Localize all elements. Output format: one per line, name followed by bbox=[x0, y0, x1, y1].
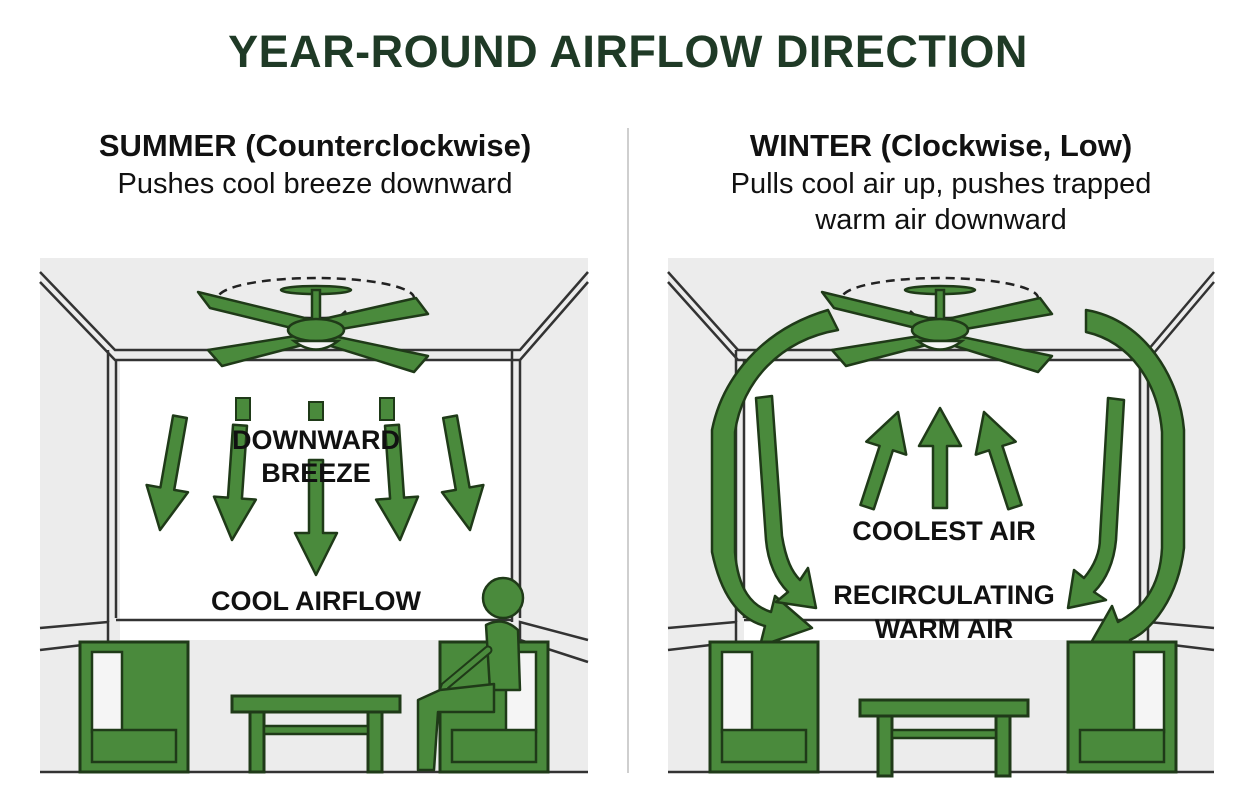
summer-down-arrow-5 bbox=[428, 411, 492, 535]
winter-description-line2: warm air downward bbox=[815, 204, 1067, 236]
winter-label-recirc-line2: WARM AIR bbox=[875, 614, 1013, 644]
winter-room: COOLEST AIR RECIRCULATING WARM AIR bbox=[667, 258, 1215, 778]
winter-label-recirc-line1: RECIRCULATING bbox=[833, 580, 1054, 610]
panel-divider bbox=[627, 128, 629, 773]
summer-description: Pushes cool breeze downward bbox=[117, 168, 513, 200]
summer-down-arrow-1 bbox=[138, 411, 202, 535]
winter-description-line1: Pulls cool air up, pushes trapped bbox=[730, 168, 1152, 200]
winter-label-coolest: COOLEST AIR bbox=[852, 516, 1036, 546]
main-title: YEAR-ROUND AIRFLOW DIRECTION bbox=[228, 26, 1028, 77]
winter-right-chair bbox=[1066, 640, 1178, 774]
winter-up-arrow-2 bbox=[917, 406, 963, 510]
winter-left-chair bbox=[708, 640, 820, 774]
winter-left-down-arrow bbox=[754, 394, 818, 610]
winter-right-down-arrow bbox=[1066, 396, 1126, 610]
seated-person-icon bbox=[416, 576, 525, 772]
summer-heading: SUMMER (Counterclockwise) bbox=[98, 128, 532, 163]
summer-label-breeze-line1: DOWNWARD bbox=[232, 425, 400, 455]
summer-header: SUMMER (Counterclockwise) Pushes cool br… bbox=[25, 128, 605, 202]
winter-up-arrow-1 bbox=[845, 404, 920, 515]
summer-label-airflow: COOL AIRFLOW bbox=[211, 586, 421, 616]
summer-label-breeze-line2: BREEZE bbox=[261, 458, 371, 488]
summer-room: DOWNWARD BREEZE COOL AIRFLOW bbox=[39, 258, 589, 774]
summer-right-wall bbox=[510, 258, 588, 648]
winter-up-arrow-3 bbox=[962, 404, 1037, 515]
winter-header: WINTER (Clockwise, Low) Pulls cool air u… bbox=[651, 128, 1231, 238]
summer-left-chair bbox=[78, 640, 190, 774]
winter-heading: WINTER (Clockwise, Low) bbox=[749, 128, 1133, 163]
